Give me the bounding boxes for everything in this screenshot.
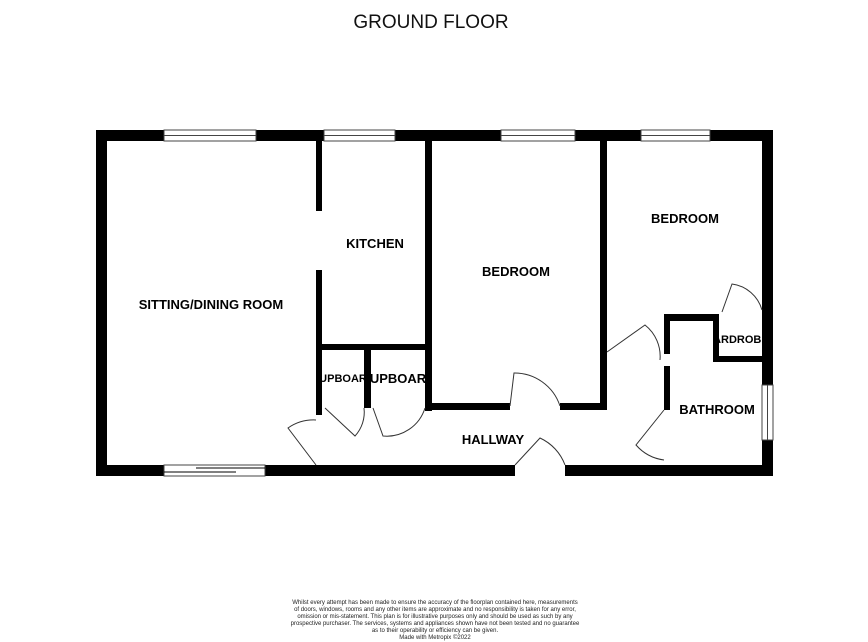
door-bathroom	[635, 409, 665, 461]
door-entrance	[514, 437, 566, 466]
exterior-walls	[96, 130, 773, 476]
door-swings	[287, 283, 763, 466]
interior-walls	[316, 141, 769, 415]
label-wardrobe: WARDROBE	[703, 334, 768, 346]
floor-title: GROUND FLOOR	[353, 12, 508, 33]
label-cupboard-2: CUPBOARD	[360, 371, 435, 386]
patio-sliding-door	[163, 464, 266, 477]
label-cupboard-1: CUPBOARD	[311, 373, 375, 385]
disclaimer-credit: Made with Metropix ©2022	[399, 635, 471, 641]
label-bedroom-2: BEDROOM	[651, 211, 719, 226]
door-wardrobe	[721, 283, 763, 313]
disclaimer: Whilst every attempt has been made to en…	[270, 600, 600, 642]
label-sitting-dining-room: SITTING/DINING ROOM	[139, 297, 283, 312]
door-cupboard-2	[372, 407, 426, 437]
door-bedroom-2	[606, 324, 661, 361]
disclaimer-line: omission or mis-statement. This plan is …	[297, 614, 573, 620]
disclaimer-line: of doors, windows, rooms and any other i…	[294, 607, 576, 613]
door-bedroom-1	[509, 372, 561, 407]
label-bathroom: BATHROOM	[679, 402, 755, 417]
label-hallway: HALLWAY	[462, 432, 525, 447]
door-sitting-room	[287, 419, 317, 466]
label-bedroom-1: BEDROOM	[482, 264, 550, 279]
door-cupboard-1	[324, 407, 365, 437]
disclaimer-line: Whilst every attempt has been made to en…	[292, 600, 578, 606]
disclaimer-line: as to their operability or efficiency ca…	[371, 628, 499, 634]
label-kitchen: KITCHEN	[346, 236, 404, 251]
windows	[163, 129, 774, 477]
disclaimer-line: prospective purchaser. The services, sys…	[290, 621, 580, 627]
